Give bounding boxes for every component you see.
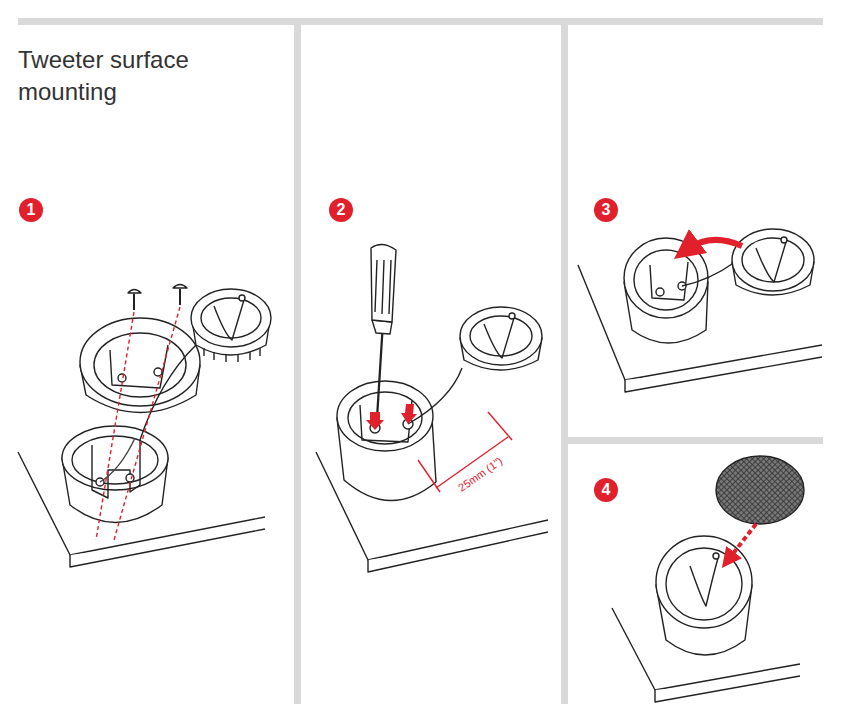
red-arrow: [366, 404, 417, 430]
step4-figure: [612, 456, 804, 702]
dimension-label: 25mm (1"): [454, 453, 506, 495]
red-arrow: [686, 240, 742, 250]
callout-number: 4: [594, 478, 618, 502]
diagram-title: Tweeter surface mounting: [18, 44, 238, 108]
panel-frame: [18, 18, 823, 704]
callout-number: 3: [594, 198, 618, 222]
step3-figure: [578, 229, 822, 392]
step2-figure: [316, 244, 548, 572]
callout-number: 1: [19, 198, 43, 222]
callout-number: 2: [329, 198, 353, 222]
step1-figure: [18, 285, 271, 568]
alignment-line: [96, 307, 180, 540]
red-arrow: [728, 524, 756, 560]
